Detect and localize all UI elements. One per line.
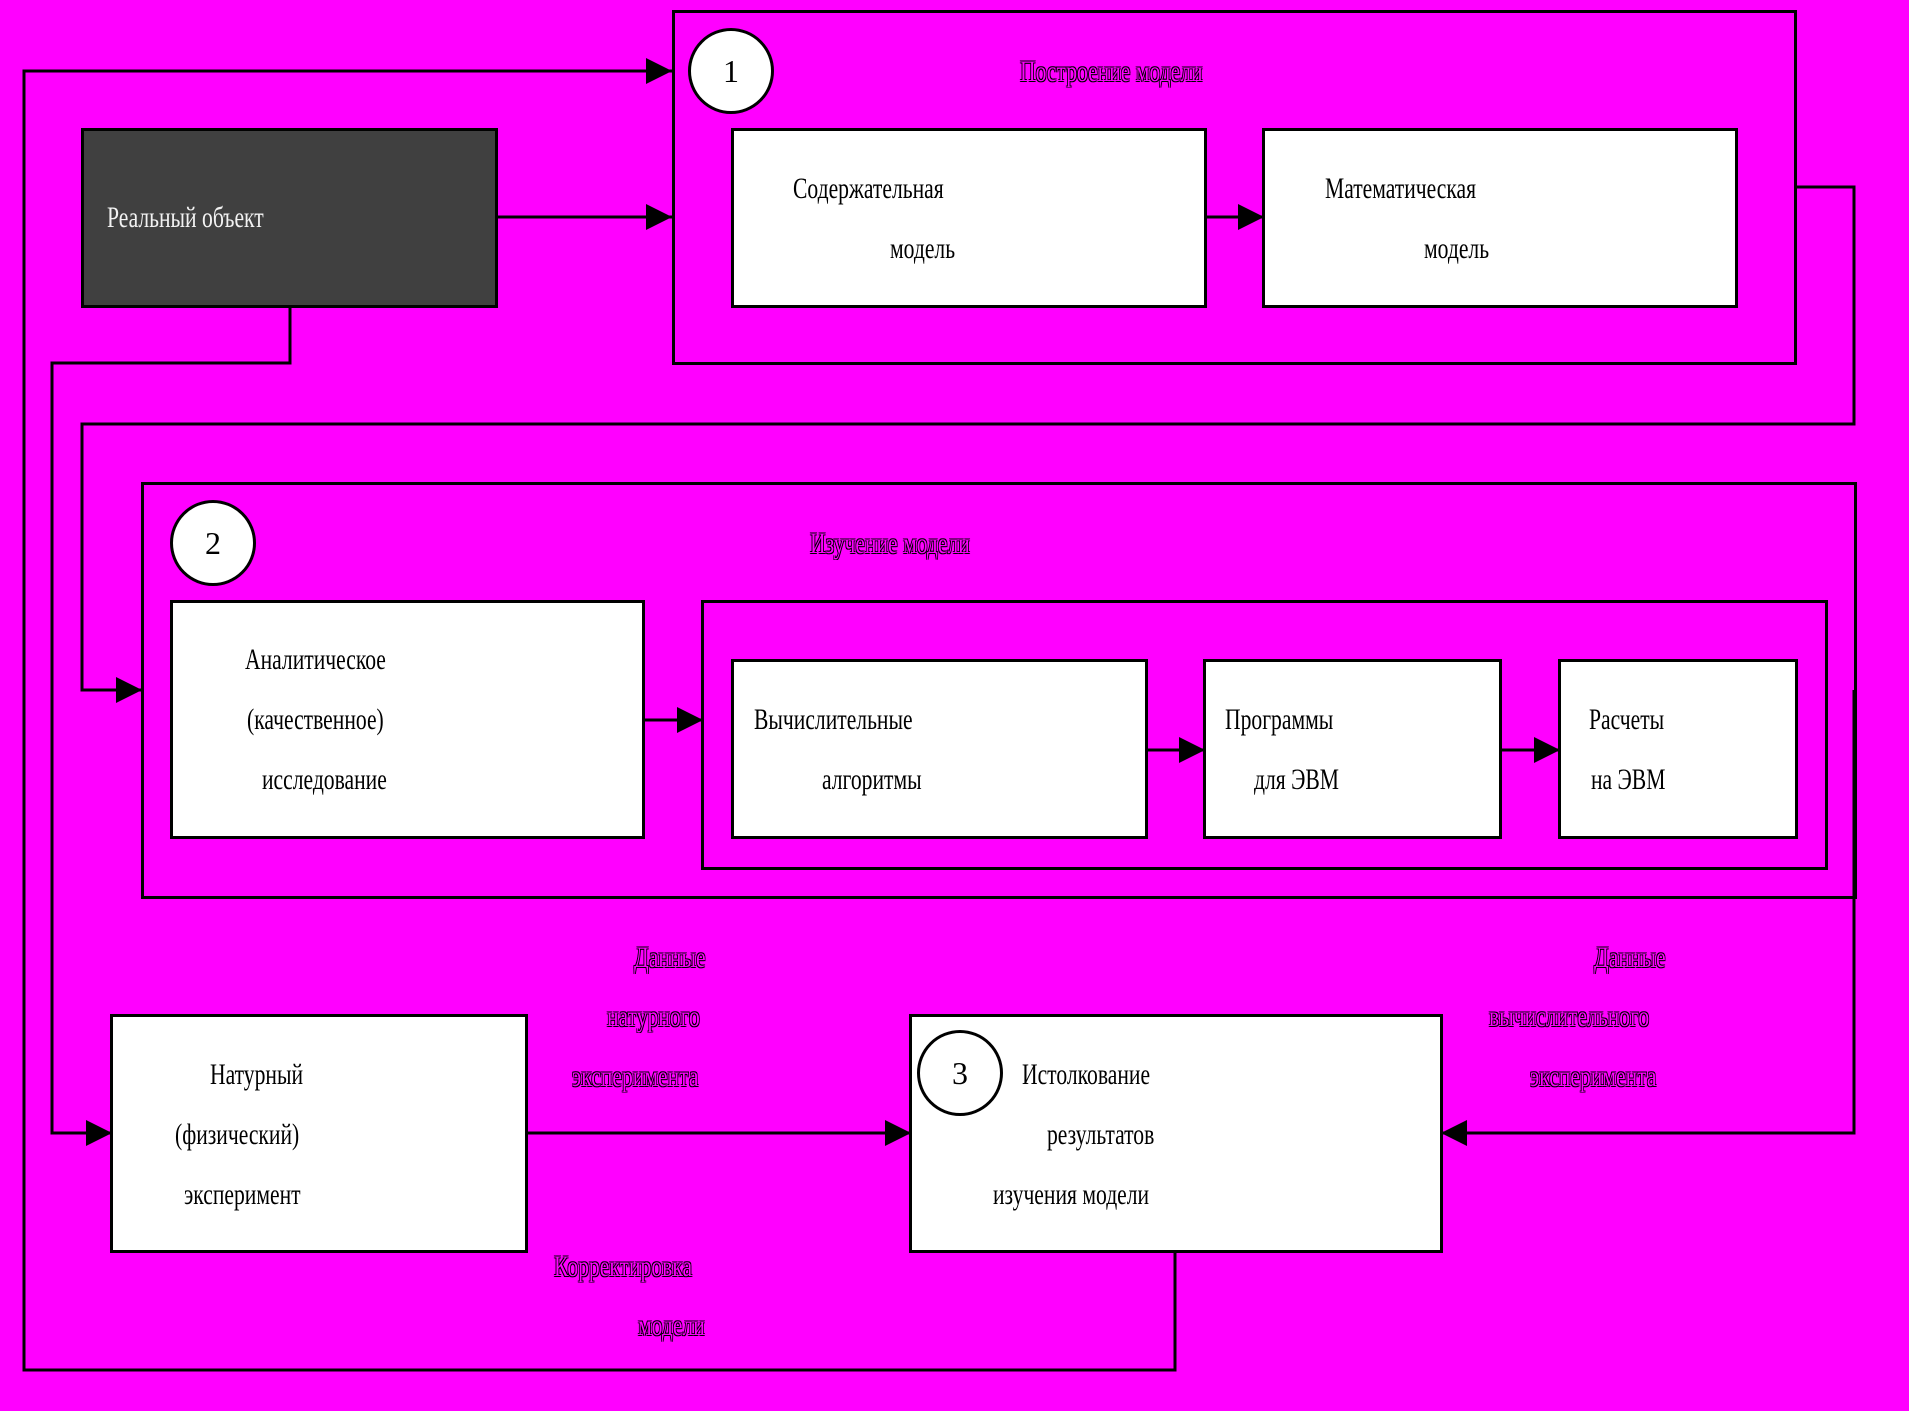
section-3-number: 3 xyxy=(952,1054,968,1091)
interpretation-line-2: результатов xyxy=(1047,1118,1155,1151)
correction-line-1: Корректировка xyxy=(554,1250,693,1283)
model-construction-frame xyxy=(672,10,1797,365)
calculations-line-2: на ЭВМ xyxy=(1591,763,1666,796)
section-2-number: 2 xyxy=(205,524,221,561)
computational-frame xyxy=(701,600,1828,870)
content-model-line-1: Содержательная xyxy=(793,172,944,205)
model-study-frame xyxy=(141,482,1857,899)
math-model-box xyxy=(1262,128,1738,308)
natural-data-line-2: натурного xyxy=(607,1000,700,1033)
programs-line-1: Программы xyxy=(1225,703,1334,736)
section-1-badge: 1 xyxy=(688,28,774,114)
section-3-badge: 3 xyxy=(917,1030,1003,1116)
analytical-line-3: исследование xyxy=(262,763,387,796)
natural-experiment-line-1: Натурный xyxy=(210,1058,304,1091)
natural-experiment-line-2: (физический) xyxy=(175,1118,300,1151)
programs-line-2: для ЭВМ xyxy=(1254,763,1339,796)
content-model-box xyxy=(731,128,1207,308)
computational-data-line-3: эксперимента xyxy=(1530,1060,1657,1093)
correction-line-2: модели xyxy=(638,1309,705,1342)
section-1-number: 1 xyxy=(723,52,739,89)
model-construction-title: Построение модели xyxy=(1020,55,1203,88)
analytical-line-1: Аналитическое xyxy=(245,643,386,676)
analytical-line-2: (качественное) xyxy=(247,703,384,736)
real-object-to-experiment-line xyxy=(50,307,292,1146)
section-2-badge: 2 xyxy=(170,500,256,586)
calculations-box xyxy=(1558,659,1798,839)
natural-experiment-box xyxy=(110,1014,528,1253)
algorithms-line-2: алгоритмы xyxy=(822,763,922,796)
interpretation-line-1: Истолкование xyxy=(1022,1058,1151,1091)
algorithms-box xyxy=(731,659,1148,839)
analytical-research-box xyxy=(170,600,645,839)
model-study-title: Изучение модели xyxy=(810,527,970,560)
math-model-line-1: Математическая xyxy=(1325,172,1477,205)
natural-data-line-1: Данные xyxy=(634,941,706,974)
interpretation-line-3: изучения модели xyxy=(993,1178,1150,1211)
content-model-line-2: модель xyxy=(890,232,956,265)
correction-loop-line xyxy=(22,58,1177,1372)
natural-experiment-line-3: эксперимент xyxy=(184,1178,301,1211)
algorithms-line-1: Вычислительные xyxy=(754,703,913,736)
model-to-study-line xyxy=(80,185,1856,703)
natural-data-line-3: эксперимента xyxy=(572,1060,699,1093)
math-model-line-2: модель xyxy=(1424,232,1490,265)
real-object-box xyxy=(81,128,498,308)
computational-data-line-1: Данные xyxy=(1594,941,1666,974)
interpretation-box xyxy=(909,1014,1443,1253)
calculations-line-1: Расчеты xyxy=(1589,703,1665,736)
real-object-label: Реальный объект xyxy=(107,201,264,234)
programs-box xyxy=(1203,659,1502,839)
computational-data-line-2: вычислительного xyxy=(1489,1000,1650,1033)
